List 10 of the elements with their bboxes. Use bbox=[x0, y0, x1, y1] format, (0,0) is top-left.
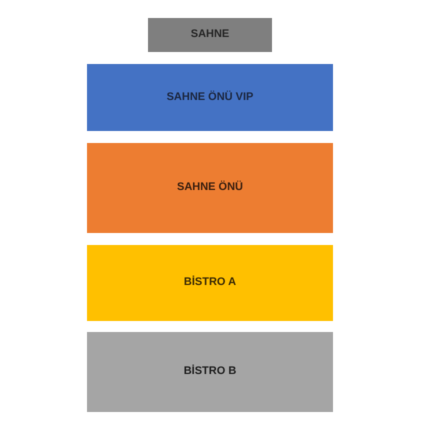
area-label: SAHNE bbox=[190, 28, 230, 42]
stage-area bbox=[148, 18, 272, 52]
seating-area bbox=[87, 143, 333, 233]
area-label: BİSTRO A bbox=[184, 276, 236, 290]
area-label: SAHNE ÖNÜ VIP bbox=[166, 90, 254, 104]
bistro-area bbox=[87, 245, 333, 321]
bistro-area bbox=[87, 332, 333, 412]
area-label: BİSTRO B bbox=[184, 365, 236, 379]
area-label: SAHNE ÖNÜ bbox=[176, 181, 243, 195]
vip-seating-area bbox=[87, 64, 333, 131]
